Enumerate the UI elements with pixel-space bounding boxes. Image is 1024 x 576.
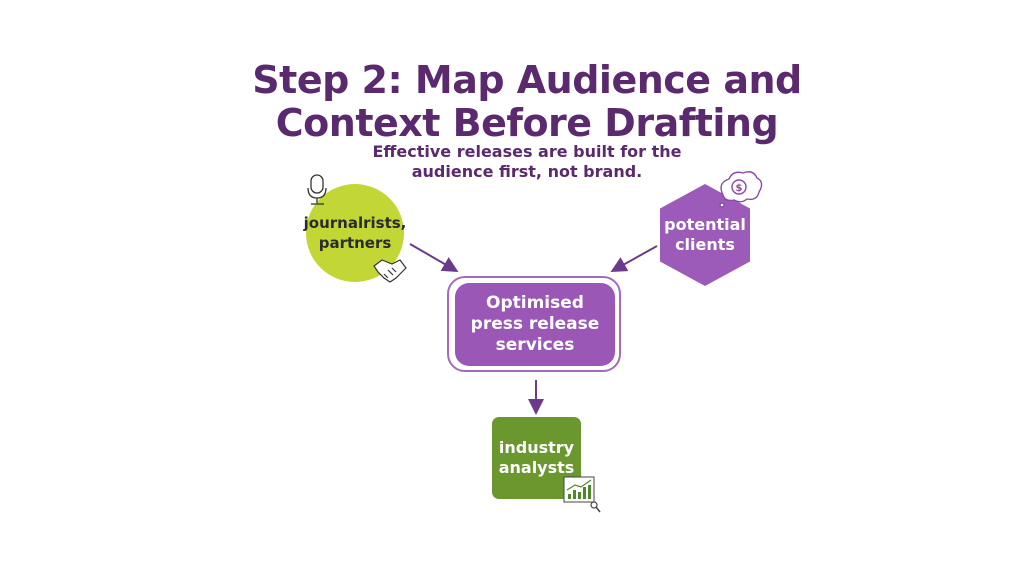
title-line-2: Context Before Drafting <box>275 101 779 145</box>
node-label: industry <box>498 438 575 457</box>
subtitle-line-1: Effective releases are built for the <box>372 142 682 161</box>
money-thought-icon: $ <box>719 171 763 208</box>
node-label: partners <box>318 234 392 252</box>
handshake-icon <box>373 259 407 283</box>
node-label: potential <box>664 215 746 234</box>
node-journalists-partners: journalrists, partners <box>303 184 407 282</box>
node-label: services <box>495 335 575 355</box>
arrow-journalists-to-center <box>409 243 459 273</box>
chart-magnifier-icon <box>563 476 601 513</box>
node-label: journalrists, <box>303 214 407 232</box>
node-label: analysts <box>498 458 575 477</box>
arrow-clients-to-center <box>610 245 658 272</box>
center-node-border <box>447 276 621 372</box>
node-label: clients <box>675 235 735 254</box>
subtitle-line-2: audience first, not brand. <box>411 162 643 181</box>
title-line-1: Step 2: Map Audience and <box>252 58 802 102</box>
microphone-icon <box>307 174 327 205</box>
node-label: Optimised <box>486 293 584 313</box>
svg-text:$: $ <box>736 183 743 194</box>
node-label: press release <box>470 314 600 334</box>
